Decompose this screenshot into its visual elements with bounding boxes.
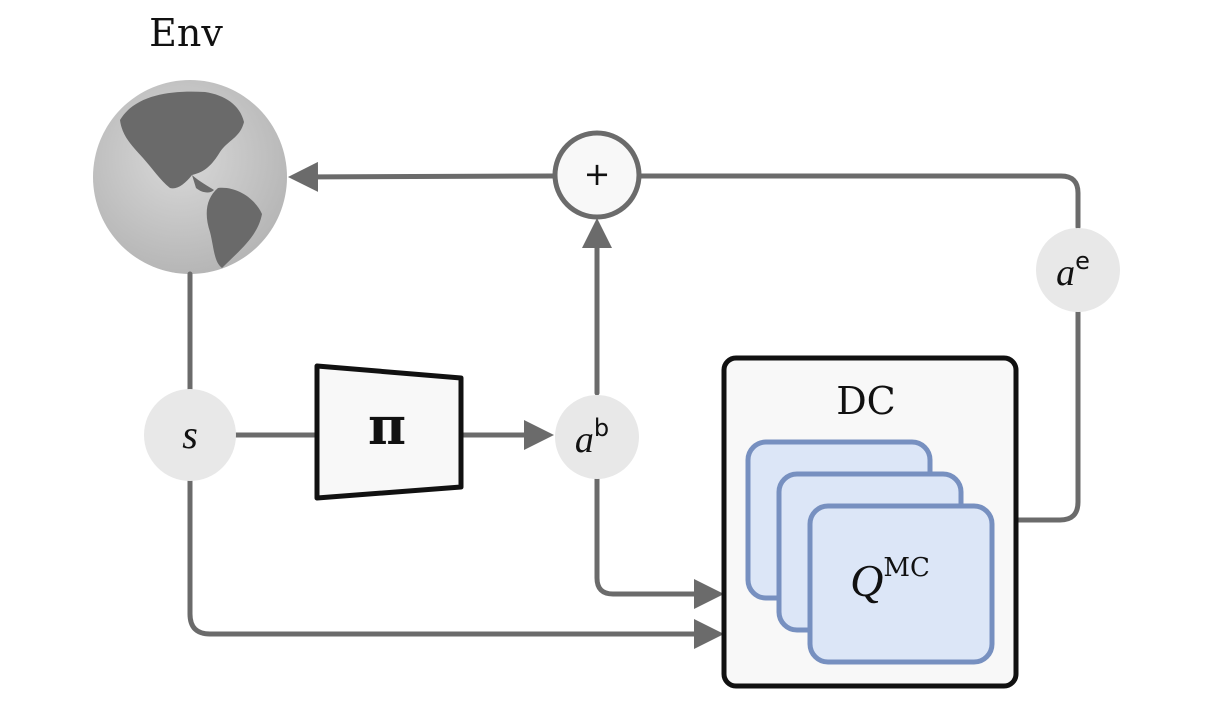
action-base-main: a bbox=[575, 419, 594, 461]
edge-ab-to-dc bbox=[594, 475, 724, 609]
state-label: s bbox=[182, 412, 198, 457]
globe-icon bbox=[93, 80, 287, 274]
env-label: Env bbox=[149, 11, 223, 55]
sum-symbol: + bbox=[584, 155, 611, 193]
action-extra-main: a bbox=[1056, 252, 1075, 294]
edges bbox=[187, 161, 1081, 649]
policy-label: π bbox=[368, 396, 406, 457]
q-main: Q bbox=[850, 555, 883, 606]
edge-s-to-dc bbox=[187, 475, 724, 649]
edge-dc-to-ae bbox=[1015, 309, 1081, 523]
sum-node: + bbox=[552, 130, 642, 220]
edge-ae-to-sum bbox=[638, 173, 1081, 230]
action-base-node: ab bbox=[555, 395, 639, 479]
svg-text:ab: ab bbox=[575, 414, 609, 461]
svg-text:ae: ae bbox=[1056, 247, 1090, 294]
action-extra-node: ae bbox=[1036, 228, 1120, 312]
action-base-sup: b bbox=[594, 414, 609, 442]
q-card-front bbox=[807, 503, 995, 665]
edge-sum-to-env bbox=[288, 161, 556, 192]
q-sup: MC bbox=[883, 553, 930, 583]
dc-label: DC bbox=[836, 379, 896, 423]
state-node: s bbox=[144, 389, 236, 481]
policy-node: π bbox=[314, 363, 464, 501]
svg-text:QMC: QMC bbox=[850, 553, 930, 606]
dc-box: DC QMC bbox=[721, 355, 1019, 689]
action-extra-sup: e bbox=[1075, 247, 1090, 275]
